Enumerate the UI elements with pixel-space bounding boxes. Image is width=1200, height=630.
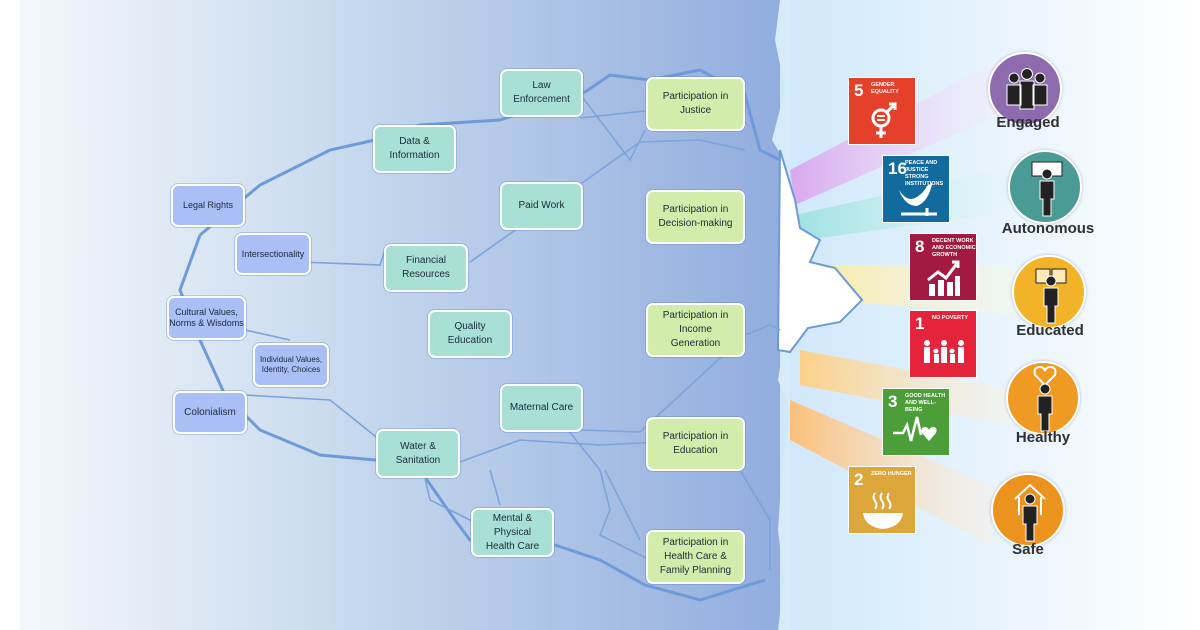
heartbeat-icon (893, 416, 937, 442)
node-cultural-values[interactable]: Cultural Values, Norms & Wisdoms (167, 296, 246, 340)
sdg-title: Gender Equality (871, 82, 899, 95)
outcome-safe-circle (991, 473, 1065, 547)
sdg-3-tile: 3 Good Health and Well-Being (882, 388, 950, 456)
node-participation-health-care[interactable]: Participation in Health Care & Family Pl… (646, 530, 745, 584)
gender-equality-icon (871, 102, 897, 138)
sdg-number: 1 (915, 314, 925, 333)
outcome-label: Healthy (1015, 429, 1071, 446)
sdg-title: Good Health and Well-Being (905, 393, 946, 413)
outcome-label: Engaged (996, 114, 1060, 131)
node-participation-income[interactable]: Participation in Income Generation (646, 303, 745, 357)
sdg-number: 5 (854, 81, 864, 100)
person-with-heart-icon (1033, 365, 1057, 432)
sdg-title: Peace and Justice Strong Institutions (905, 160, 944, 187)
family-icon (924, 340, 964, 363)
outcome-autonomous-circle (1008, 150, 1082, 224)
sdg-number: 8 (915, 237, 925, 256)
node-participation-decision-making[interactable]: Participation in Decision-making (646, 190, 745, 244)
sdg-number: 2 (854, 470, 864, 489)
sdg-1-tile: 1 No Poverty (909, 310, 977, 378)
outcome-educated-circle (1012, 255, 1086, 329)
node-participation-education[interactable]: Participation in Education (646, 417, 745, 471)
node-water-sanitation[interactable]: Water & Sanitation (376, 429, 460, 478)
outcome-engaged-circle (988, 52, 1062, 126)
outcome-label: Safe (1012, 541, 1044, 558)
dove-gavel-icon (899, 182, 937, 216)
node-health-care[interactable]: Mental & Physical Health Care (471, 508, 554, 557)
bowl-icon (863, 492, 903, 529)
sdg-8-tile: 8 Decent Work and Economic Growth (909, 233, 977, 301)
person-with-money-icon (1031, 161, 1063, 217)
outcome-label: Educated (1016, 322, 1084, 339)
node-intersectionality[interactable]: Intersectionality (235, 233, 311, 275)
group-people-icon (1006, 68, 1048, 110)
sdg-number: 16 (888, 159, 907, 178)
sdg-16-tile: 16Peace and Justice Strong Institutions (882, 155, 950, 223)
node-individual-values[interactable]: Individual Values, Identity, Choices (253, 343, 329, 387)
node-colonialism[interactable]: Colonialism (173, 391, 247, 434)
node-participation-justice[interactable]: Participation in Justice (646, 77, 745, 131)
node-legal-rights[interactable]: Legal Rights (171, 184, 245, 227)
node-quality-education[interactable]: Quality Education (428, 310, 512, 358)
outcome-label: Autonomous (1001, 220, 1095, 237)
sdg-title: Decent Work and Economic Growth (932, 238, 976, 258)
node-data-information[interactable]: Data & Information (373, 125, 456, 173)
person-with-book-icon (1035, 268, 1067, 324)
sdg-title: Zero Hunger (871, 471, 912, 477)
node-law-enforcement[interactable]: Law Enforcement (500, 69, 583, 117)
sdg-5-tile: 5 Gender Equality (848, 77, 916, 145)
sdg-title: No Poverty (932, 315, 969, 321)
outcome-healthy-circle (1006, 361, 1080, 435)
sdg-2-tile: 2 Zero Hunger (848, 466, 916, 534)
person-in-house-icon (1014, 483, 1046, 542)
growth-chart-icon (927, 260, 960, 296)
node-paid-work[interactable]: Paid Work (500, 182, 583, 230)
node-financial-resources[interactable]: Financial Resources (384, 244, 468, 292)
node-maternal-care[interactable]: Maternal Care (500, 384, 583, 432)
sdg-number: 3 (888, 392, 898, 411)
